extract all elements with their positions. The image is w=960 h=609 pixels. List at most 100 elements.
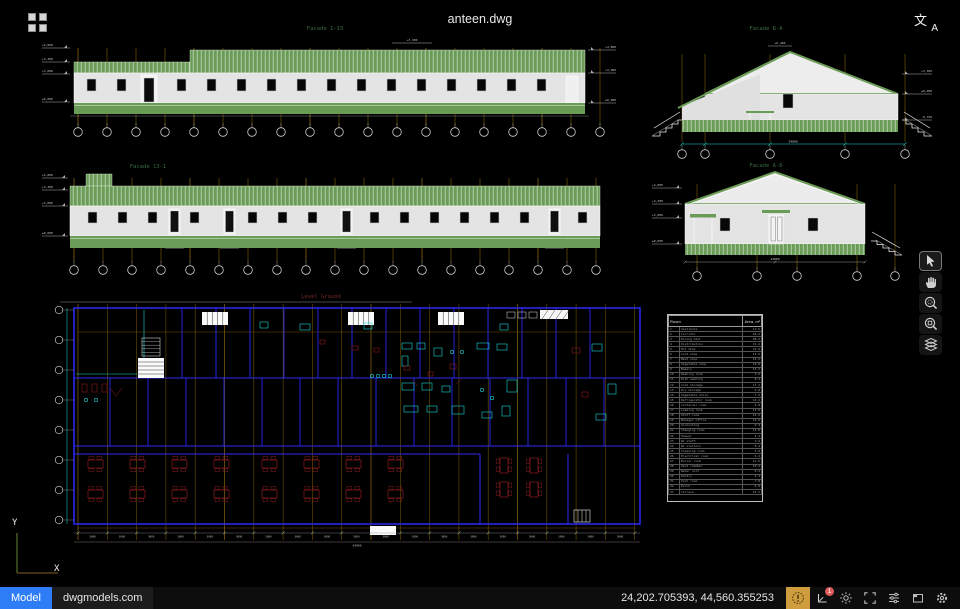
grid-square bbox=[39, 13, 47, 21]
cursor-coordinates: 24,202.705393, 44,560.355253 bbox=[621, 592, 774, 604]
adjustments-button[interactable] bbox=[882, 587, 906, 609]
svg-text:+4,800: +4,800 bbox=[42, 43, 53, 47]
svg-text:3000: 3000 bbox=[324, 535, 331, 539]
svg-text:3000: 3000 bbox=[295, 535, 302, 539]
ucs-y-label: Y bbox=[12, 518, 18, 528]
svg-text:3000: 3000 bbox=[558, 535, 565, 539]
svg-text:3000: 3000 bbox=[529, 535, 536, 539]
fullscreen-expand-icon bbox=[864, 592, 876, 604]
grid-square bbox=[28, 24, 36, 32]
magnifier-frame-icon bbox=[924, 317, 937, 331]
svg-text:+3,300: +3,300 bbox=[407, 38, 418, 42]
settings-gear-icon bbox=[936, 592, 948, 604]
magnifier-dashed-circle-icon bbox=[924, 296, 937, 310]
svg-text:3000: 3000 bbox=[265, 535, 272, 539]
drawing-toolbar bbox=[919, 251, 942, 356]
svg-text:3000: 3000 bbox=[470, 535, 477, 539]
svg-text:3000: 3000 bbox=[148, 535, 155, 539]
svg-text:3000: 3000 bbox=[382, 535, 389, 539]
svg-text:+3,300: +3,300 bbox=[42, 57, 53, 61]
grid-square bbox=[28, 13, 36, 21]
zoom-extents-tool[interactable] bbox=[919, 314, 942, 334]
svg-text:+3,000: +3,000 bbox=[42, 69, 53, 73]
schedule-header-room: Room bbox=[668, 315, 743, 327]
svg-text:3000: 3000 bbox=[89, 535, 96, 539]
ground-floor-plan: 3000 3000 3000 3000 3000 3000 3000 3000 3000 3000… bbox=[54, 301, 641, 548]
svg-text:±0,000: ±0,000 bbox=[42, 231, 53, 235]
svg-text:+3,000: +3,000 bbox=[652, 213, 663, 217]
svg-text:54000: 54000 bbox=[352, 544, 361, 548]
svg-text:3000: 3000 bbox=[617, 535, 624, 539]
brightness-button[interactable] bbox=[834, 587, 858, 609]
ucs-axes-icon bbox=[16, 533, 58, 574]
svg-text:+3,000: +3,000 bbox=[42, 201, 53, 205]
svg-text:+3,300: +3,300 bbox=[921, 69, 932, 73]
tab-model[interactable]: Model bbox=[0, 587, 52, 609]
svg-text:±0,000: ±0,000 bbox=[652, 239, 663, 243]
hand-icon bbox=[925, 276, 936, 288]
svg-text:+3,300: +3,300 bbox=[42, 185, 53, 189]
facade-3-label: Facade Б-А bbox=[749, 26, 783, 32]
svg-text:+3,000: +3,000 bbox=[605, 68, 616, 72]
notifications-button[interactable]: 1 bbox=[810, 587, 834, 609]
tab-dwgmodels[interactable]: dwgmodels.com bbox=[51, 587, 154, 609]
svg-text:3000: 3000 bbox=[236, 535, 243, 539]
apps-grid-icon[interactable] bbox=[28, 13, 48, 33]
pan-tool[interactable] bbox=[919, 272, 942, 292]
adjust-sliders-icon bbox=[889, 592, 899, 604]
svg-text:±0,000: ±0,000 bbox=[42, 97, 53, 101]
svg-text:3000: 3000 bbox=[353, 535, 360, 539]
svg-text:+6,400: +6,400 bbox=[775, 41, 786, 45]
svg-text:±0,000: ±0,000 bbox=[921, 89, 932, 93]
ucs-x-label: X bbox=[54, 564, 60, 574]
brightness-sun-icon bbox=[840, 592, 852, 604]
svg-text:+4,800: +4,800 bbox=[652, 183, 663, 187]
facade-4-label: Facade А-Б bbox=[749, 163, 783, 169]
document-title: anteen.dwg bbox=[447, 12, 513, 26]
svg-text:-0,750: -0,750 bbox=[921, 115, 932, 119]
facade-2-label: Facade 13-1 bbox=[129, 164, 167, 170]
select-tool[interactable] bbox=[919, 251, 942, 271]
warning-button[interactable] bbox=[786, 587, 810, 609]
facade-1-label: Facade 1-13 bbox=[306, 26, 344, 32]
svg-text:+3,300: +3,300 bbox=[652, 199, 663, 203]
statusbar-spacer bbox=[153, 587, 621, 609]
plan-label: Level Ground bbox=[301, 294, 341, 300]
svg-text:3000: 3000 bbox=[588, 535, 595, 539]
grid-square bbox=[39, 24, 47, 32]
viewport-frame-icon bbox=[913, 594, 923, 603]
translate-icon[interactable]: 文 A bbox=[912, 8, 940, 34]
corner-dimension-icon bbox=[817, 594, 827, 603]
alert-dashed-circle-icon bbox=[792, 592, 804, 604]
viewport-button[interactable] bbox=[906, 587, 930, 609]
settings-button[interactable] bbox=[930, 587, 954, 609]
svg-text:±0,000: ±0,000 bbox=[605, 98, 616, 102]
notification-badge: 1 bbox=[825, 587, 834, 596]
facade-1-13-elevation: +4,800 +3,300 +3,000 ±0,000 +3,300 +4,800 +3,0… bbox=[42, 38, 616, 137]
translate-glyph-en: A bbox=[931, 23, 938, 34]
svg-text:3000: 3000 bbox=[412, 535, 419, 539]
facade-13-1-elevation: +4,800 +3,300 +3,000 ±0,000 bbox=[42, 173, 601, 275]
facade-b-a-elevation: 24000 +6,400 +3,300 ±0,000 -0,750 bbox=[651, 41, 932, 159]
layers-tool[interactable] bbox=[919, 335, 942, 355]
svg-text:+4,800: +4,800 bbox=[605, 45, 616, 49]
svg-text:24000: 24000 bbox=[770, 257, 779, 261]
cursor-arrow-icon bbox=[926, 255, 934, 267]
status-bar: Model dwgmodels.com 24,202.705393, 44,56… bbox=[0, 587, 960, 609]
svg-text:24000: 24000 bbox=[788, 139, 797, 143]
svg-text:3000: 3000 bbox=[177, 535, 184, 539]
facade-a-b-elevation: 24000 +4,800 +3,300 +3,000 ±0,000 bbox=[652, 170, 903, 281]
layers-stack-icon bbox=[923, 337, 938, 352]
svg-text:+4,800: +4,800 bbox=[42, 173, 53, 177]
fullscreen-button[interactable] bbox=[858, 587, 882, 609]
translate-glyph-zh: 文 bbox=[914, 13, 928, 28]
svg-text:3000: 3000 bbox=[119, 535, 126, 539]
zoom-window-tool[interactable] bbox=[919, 293, 942, 313]
svg-text:3000: 3000 bbox=[500, 535, 507, 539]
svg-text:3000: 3000 bbox=[207, 535, 214, 539]
schedule-header-area: Area, m² bbox=[742, 315, 762, 327]
